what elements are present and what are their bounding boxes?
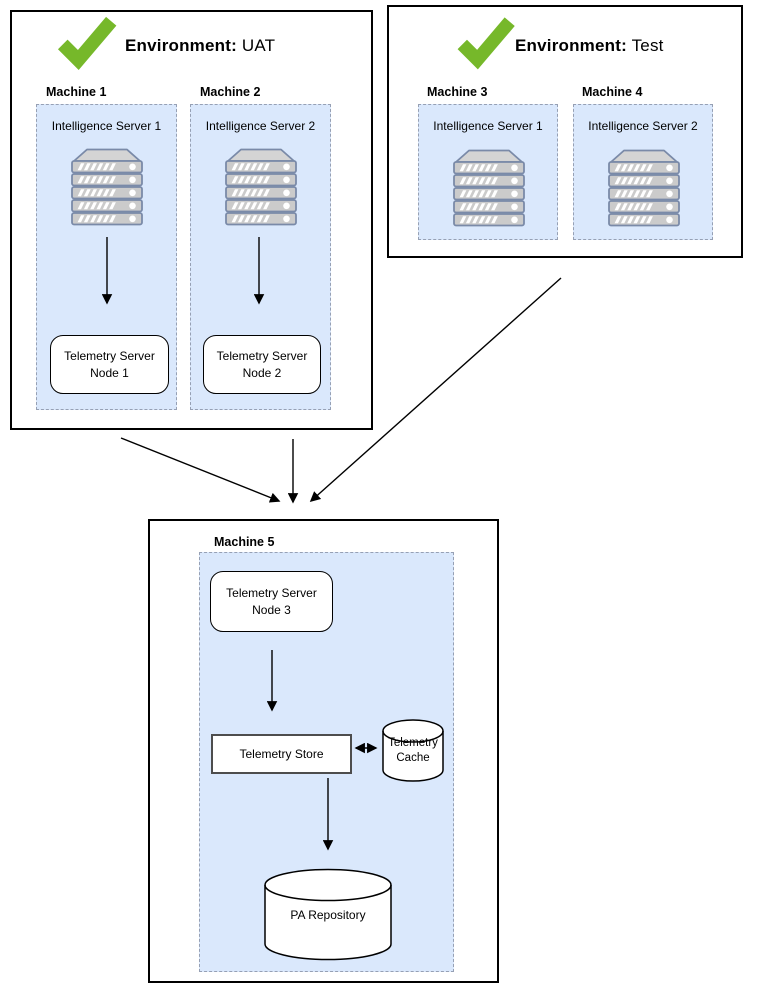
cache-label: Telemetry Cache bbox=[381, 736, 445, 766]
node-line2: Node 1 bbox=[90, 365, 129, 380]
environment-title-label: Environment: bbox=[515, 36, 627, 55]
telemetry-cache-cylinder: Telemetry Cache bbox=[381, 718, 445, 783]
machine-2-label: Machine 2 bbox=[200, 85, 261, 99]
environment-title-label: Environment: bbox=[125, 36, 237, 55]
machine-1-area: Intelligence Server 1 Telemetry Server N… bbox=[36, 104, 177, 410]
pa-repository-cylinder: PA Repository bbox=[263, 867, 393, 962]
machine-4-area: Intelligence Server 2 bbox=[573, 104, 713, 240]
machine-3-label: Machine 3 bbox=[427, 85, 488, 99]
telemetry-node-3-box: Telemetry Server Node 3 bbox=[210, 571, 333, 632]
database-cylinder-icon bbox=[382, 719, 444, 782]
intelligence-server-label: Intelligence Server 2 bbox=[588, 119, 698, 133]
node-line1: Telemetry Server bbox=[226, 586, 317, 601]
telemetry-node-2-box: Telemetry Server Node 2 bbox=[203, 335, 321, 394]
machine-5-label: Machine 5 bbox=[214, 535, 275, 549]
node-line2: Node 2 bbox=[242, 365, 282, 380]
intelligence-server-label: Intelligence Server 1 bbox=[51, 119, 162, 133]
machine-5-area: Telemetry Server Node 3 Telemetry Store … bbox=[199, 552, 454, 972]
intelligence-server-label: Intelligence Server 2 bbox=[205, 119, 316, 133]
node-line1: Telemetry Server bbox=[216, 349, 308, 364]
environment-test-title: Environment: Test bbox=[515, 36, 664, 56]
telemetry-store-box: Telemetry Store bbox=[211, 734, 352, 774]
machine-3-area: Intelligence Server 1 bbox=[418, 104, 558, 240]
machine-2-area: Intelligence Server 2 Telemetry Server N… bbox=[190, 104, 331, 410]
environment-title-value: Test bbox=[631, 36, 664, 55]
telemetry-node-1-box: Telemetry Server Node 1 bbox=[50, 335, 169, 394]
database-cylinder-icon bbox=[264, 868, 392, 961]
cache-line1: Telemetry bbox=[388, 737, 438, 749]
store-label: Telemetry Store bbox=[239, 747, 324, 761]
cache-line2: Cache bbox=[396, 751, 430, 764]
machine-4-label: Machine 4 bbox=[582, 85, 643, 99]
node-line2: Node 3 bbox=[252, 602, 291, 617]
intelligence-server-label: Intelligence Server 1 bbox=[433, 119, 543, 133]
environment-uat-title: Environment: UAT bbox=[125, 36, 275, 56]
node-line1: Telemetry Server bbox=[64, 349, 155, 364]
machine-1-label: Machine 1 bbox=[46, 85, 107, 99]
environment-title-value: UAT bbox=[241, 36, 276, 55]
repository-label: PA Repository bbox=[290, 908, 366, 922]
